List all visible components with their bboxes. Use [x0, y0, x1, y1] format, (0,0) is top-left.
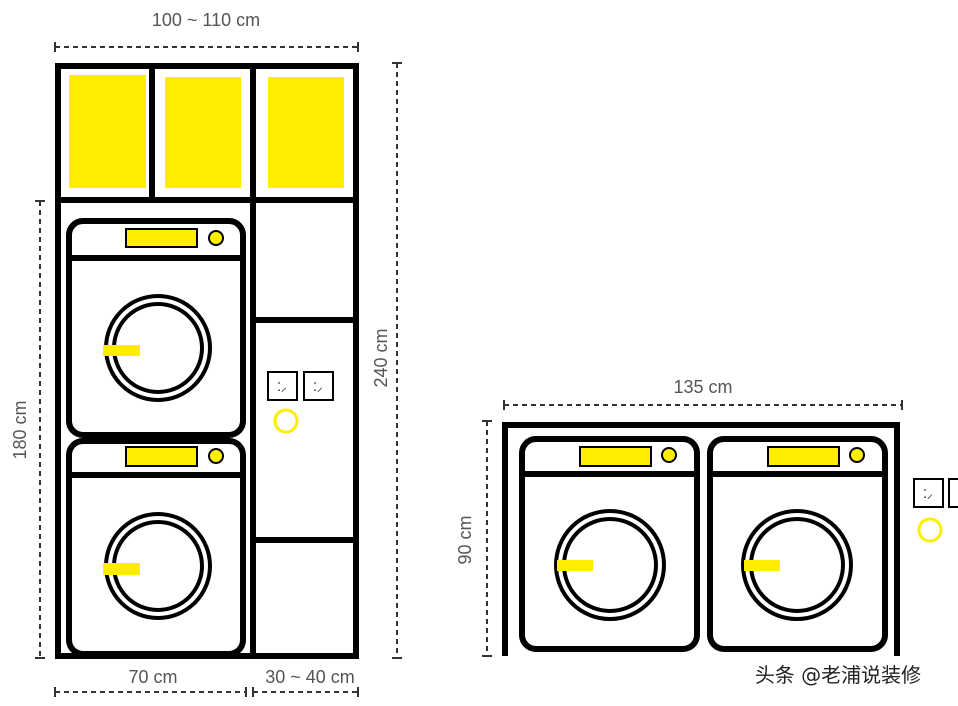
svg-text:⁚⸝: ⁚⸝ [313, 380, 323, 394]
washing-machine-icon [519, 436, 700, 652]
counter-height-label: 90 cm [455, 515, 475, 564]
dimension-bottom [54, 687, 359, 697]
height-label-right: 240 cm [371, 328, 391, 387]
power-socket-icon: ⁚⸝ ⁚⸝ [267, 371, 334, 401]
height-label-left: 180 cm [10, 400, 30, 459]
washing-machine-icon [66, 218, 246, 438]
width-label: 100 ~ 110 cm [152, 10, 260, 30]
svg-text:⁚⸝: ⁚⸝ [277, 380, 287, 394]
cabinet-door-panel [165, 77, 241, 188]
svg-text:⁚⸝: ⁚⸝ [923, 487, 933, 501]
side-width-label: 30 ~ 40 cm [265, 667, 355, 687]
counter-frame [502, 422, 900, 656]
dimension-top [54, 42, 359, 52]
dimension-right [392, 62, 402, 659]
dimension-left [35, 200, 45, 659]
watermark: 头条 @老浦说装修 [755, 663, 921, 687]
dryer-icon [66, 438, 246, 657]
dimension-top-right [503, 400, 903, 410]
power-socket-icon: ⁚⸝ [913, 478, 958, 508]
faucet-circle-icon [273, 408, 299, 434]
cabinet-door-panel [268, 77, 344, 188]
dryer-icon [707, 436, 888, 652]
washer-width-label: 70 cm [128, 667, 177, 687]
counter-width-label: 135 cm [673, 377, 732, 397]
dimension-left-right [482, 420, 492, 657]
faucet-circle-icon [917, 517, 943, 543]
cabinet-door-panel [69, 75, 146, 188]
